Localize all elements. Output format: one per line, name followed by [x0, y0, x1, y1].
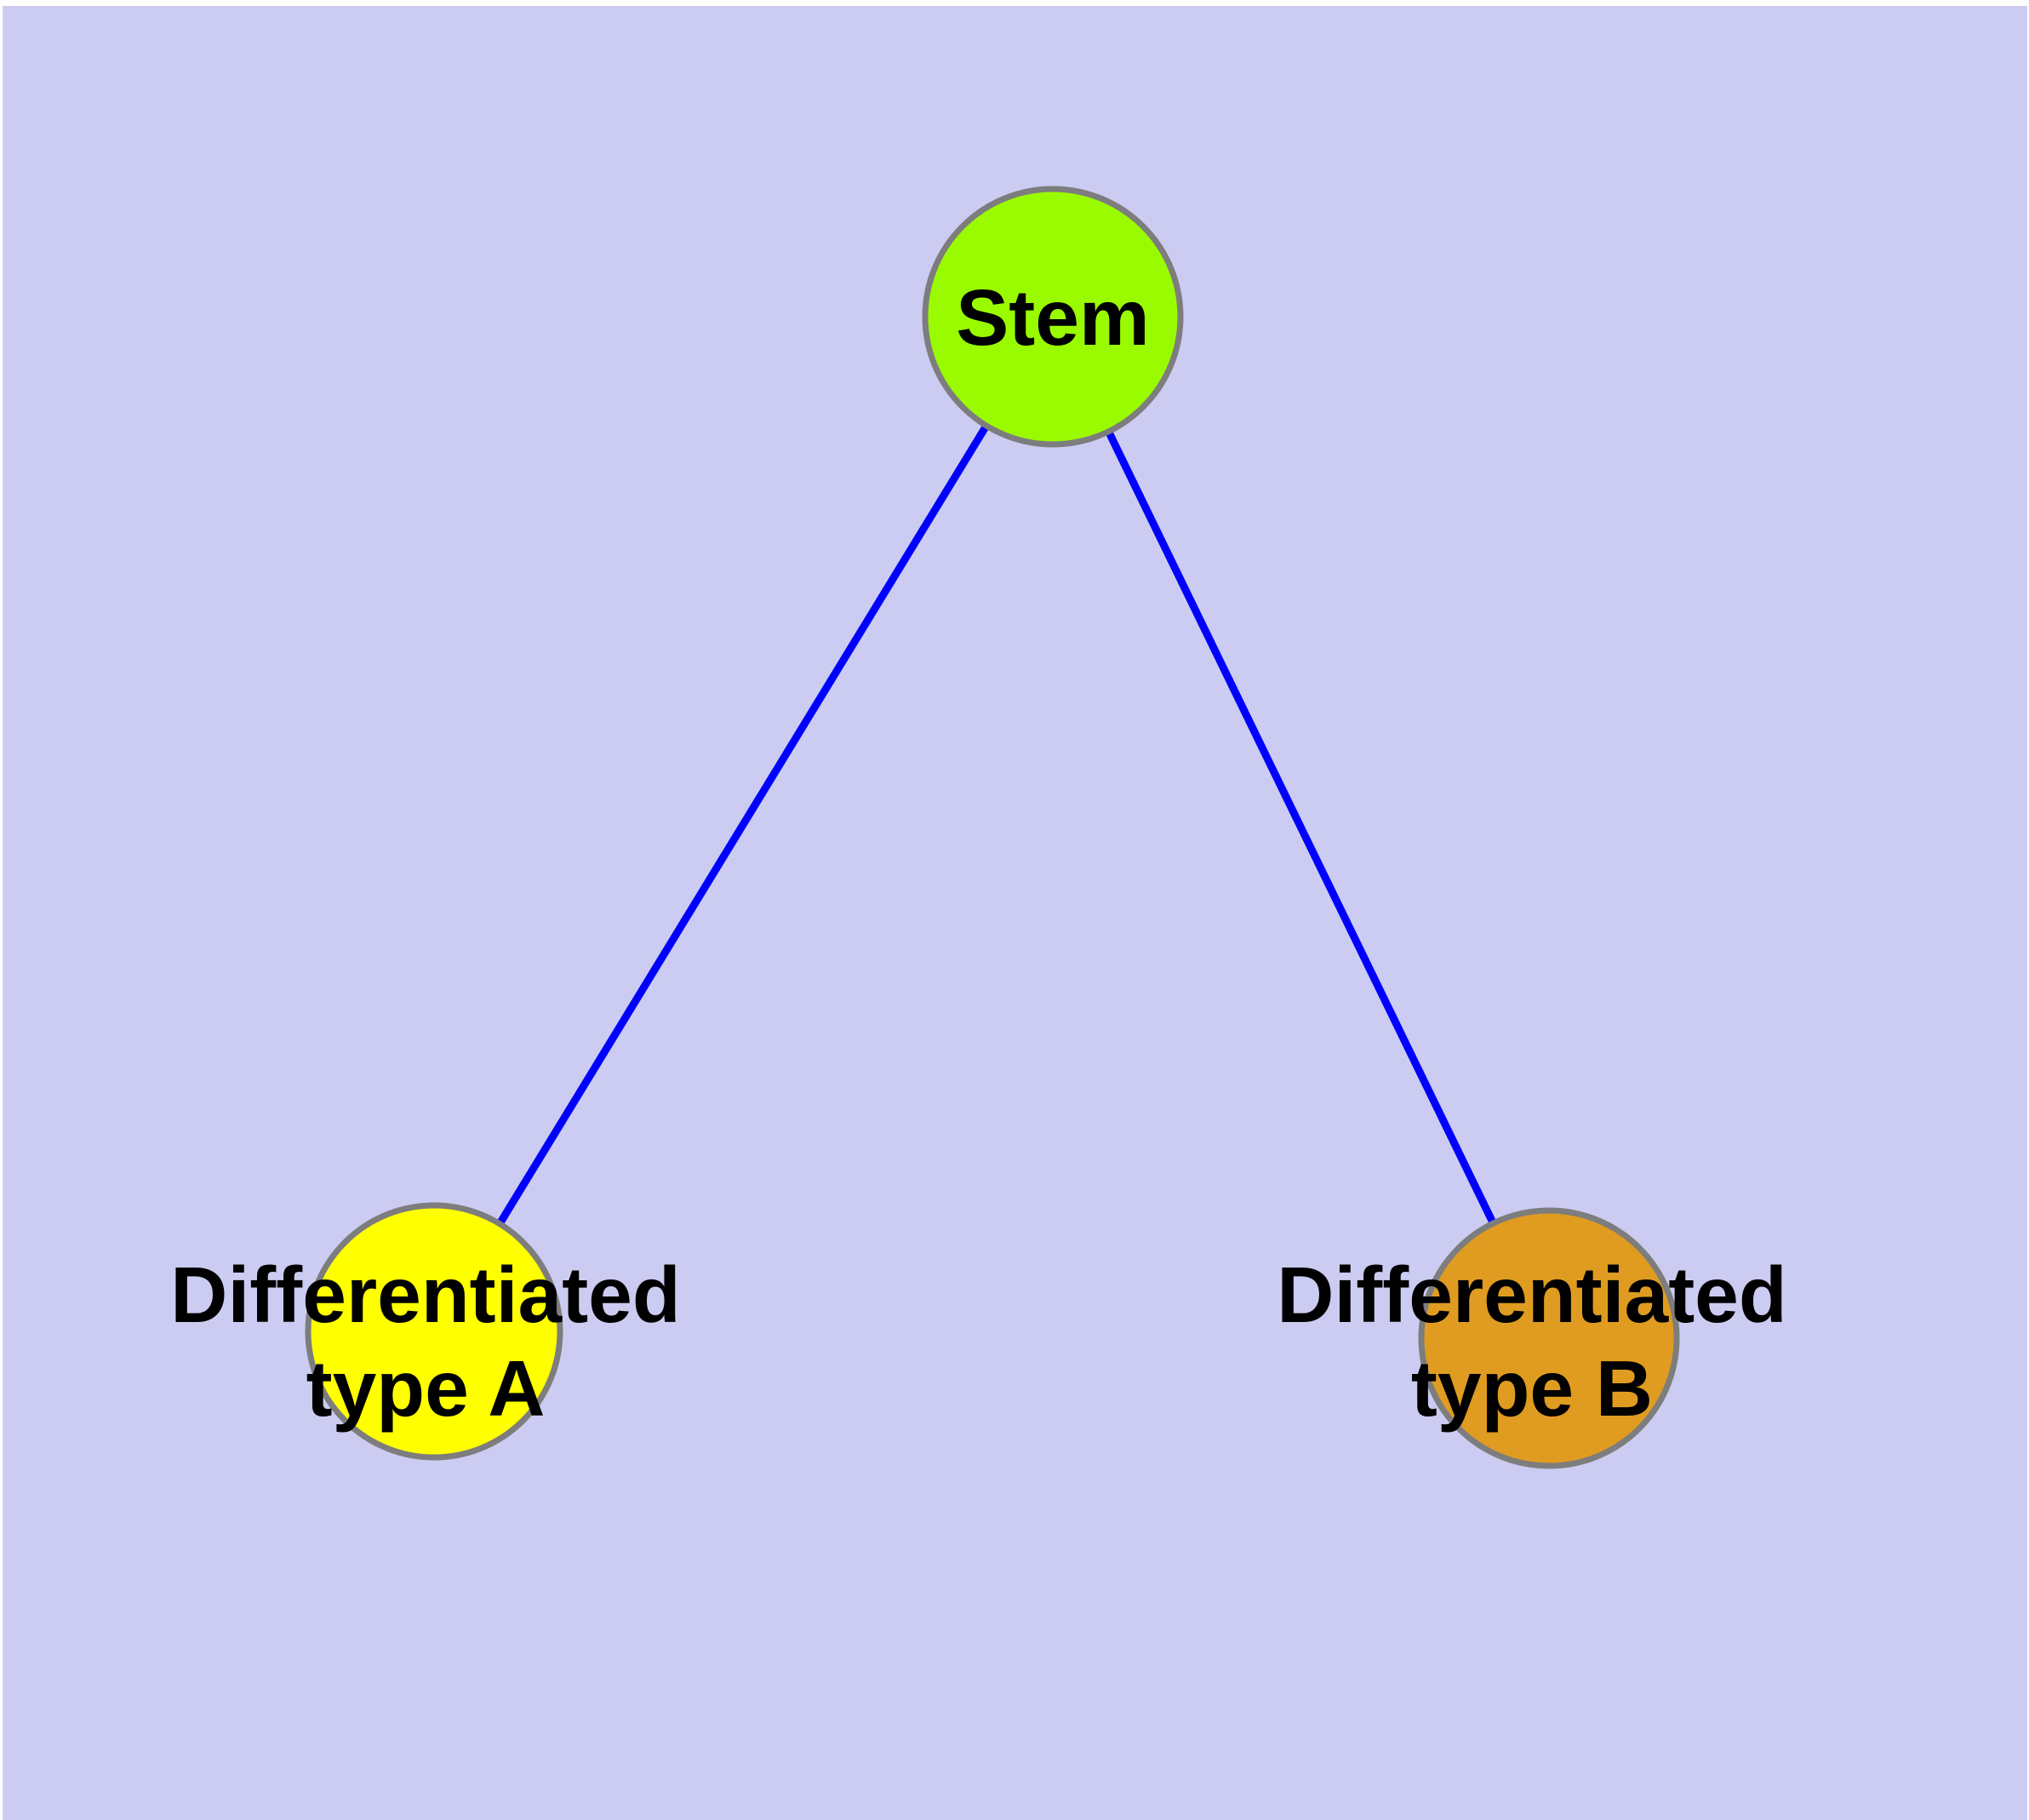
node-type-b-circle	[1418, 1207, 1680, 1469]
edge-stem-to-type-a	[431, 314, 1056, 1334]
edge-stem-to-type-b	[1049, 315, 1553, 1340]
node-type-a-circle	[305, 1202, 563, 1461]
node-type-b-label-line2: type B	[1411, 1344, 1653, 1433]
node-type-a-label-line1: Differentiated	[170, 1251, 680, 1339]
node-stem-circle	[922, 186, 1184, 448]
node-stem-label: Stem	[956, 273, 1149, 362]
node-type-a-label-line2: type A	[306, 1344, 546, 1433]
node-type-b-label-line1: Differentiated	[1277, 1251, 1786, 1339]
